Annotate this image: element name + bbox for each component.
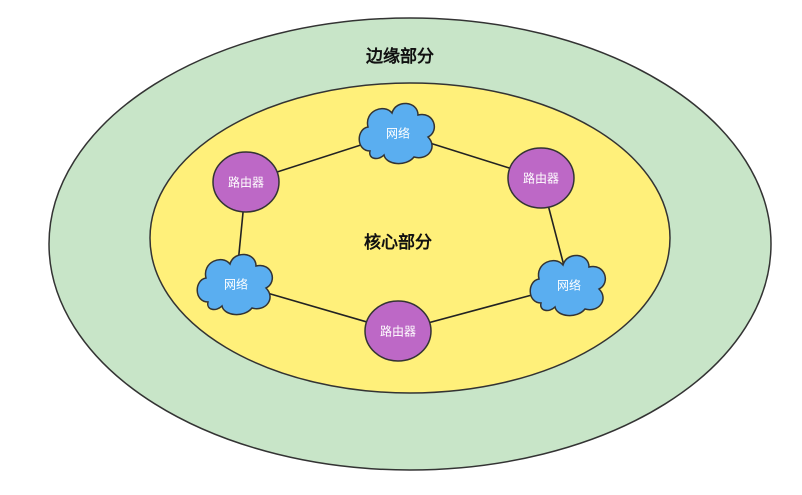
network-left-node: 网络: [196, 253, 274, 316]
router-icon: [507, 147, 575, 209]
edge-region-label: 边缘部分: [365, 46, 434, 67]
network-left-label: 网络: [224, 277, 248, 292]
cloud-icon: [358, 102, 436, 165]
core-region-label: 核心部分: [364, 232, 432, 253]
router-icon: [212, 151, 280, 213]
network-right-label: 网络: [557, 278, 581, 293]
router-left-node: 路由器: [212, 151, 280, 213]
router-left-label: 路由器: [228, 175, 264, 190]
router-icon: [364, 300, 432, 362]
router-bottom-node: 路由器: [364, 300, 432, 362]
cloud-icon: [529, 254, 607, 317]
router-bottom-label: 路由器: [380, 324, 416, 339]
router-right-label: 路由器: [523, 171, 559, 186]
network-top-node: 网络: [358, 102, 436, 165]
nodes-layer: 网络路由器路由器网络网络路由器: [196, 102, 607, 362]
cloud-icon: [196, 253, 274, 316]
router-right-node: 路由器: [507, 147, 575, 209]
network-right-node: 网络: [529, 254, 607, 317]
network-top-label: 网络: [386, 126, 410, 141]
